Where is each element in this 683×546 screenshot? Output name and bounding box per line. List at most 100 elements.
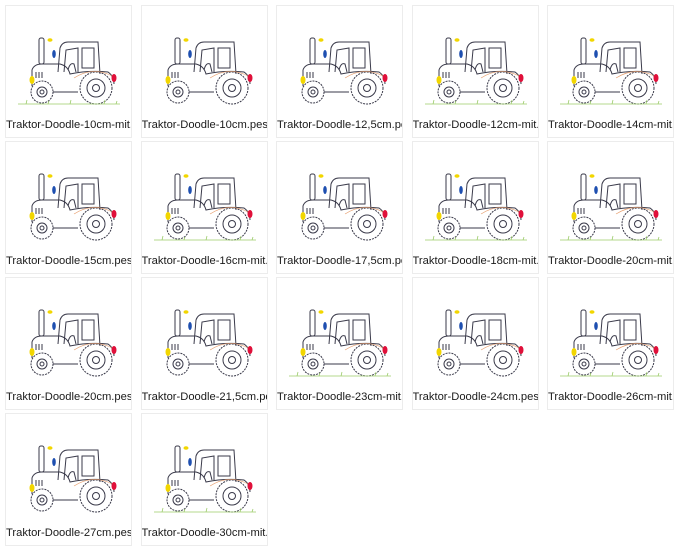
file-name: Traktor-Doodle-20cm.pes (6, 391, 131, 403)
grass-line (18, 99, 120, 105)
rear-light-mark (111, 482, 117, 490)
tractor-thumbnail (300, 37, 388, 105)
tractor-thumbnail (424, 173, 527, 241)
beacon-mark (187, 50, 192, 58)
beacon-mark (594, 50, 598, 58)
headlight-mark (589, 38, 595, 42)
beacon-mark (323, 50, 327, 58)
file-name: Traktor-Doodle-14cm-mit... (548, 119, 673, 131)
beacon-mark (52, 322, 56, 330)
file-tile[interactable]: Traktor-Doodle-16cm-mit... (140, 141, 268, 274)
file-tile[interactable]: Traktor-Doodle-10cm-mit... (5, 5, 132, 138)
file-tile[interactable]: Traktor-Doodle-17,5cm.pes (276, 141, 403, 274)
beacon-mark (458, 186, 463, 194)
grass-line (289, 371, 391, 377)
beacon-mark (187, 458, 192, 466)
beacon-mark (458, 50, 463, 58)
file-tile[interactable]: Traktor-Doodle-20cm-mit... (547, 141, 674, 274)
headlight-mark (454, 310, 459, 314)
beacon-mark (187, 186, 192, 194)
file-name: Traktor-Doodle-10cm.pes (141, 119, 267, 131)
tractor-thumbnail (29, 173, 117, 241)
rear-light-mark (518, 74, 523, 82)
file-tile[interactable]: Traktor-Doodle-15cm.pes (5, 141, 132, 274)
file-tile[interactable]: Traktor-Doodle-27cm.pes (5, 413, 132, 546)
file-name: Traktor-Doodle-17,5cm.pes (277, 255, 402, 267)
file-tile[interactable]: Traktor-Doodle-30cm-mit... (140, 413, 268, 546)
file-tile[interactable]: Traktor-Doodle-21,5cm.pes (140, 277, 268, 410)
grass-line (560, 99, 662, 105)
headlight-mark (29, 76, 35, 84)
beacon-mark (323, 322, 327, 330)
tractor-thumbnail (29, 445, 117, 513)
rear-light-mark (518, 210, 523, 218)
beacon-mark (323, 186, 327, 194)
grass-line (153, 235, 256, 241)
headlight-mark (318, 174, 324, 178)
tractor-thumbnail (424, 37, 527, 105)
rear-light-mark (247, 346, 252, 354)
file-tile[interactable]: Traktor-Doodle-18cm-mit... (411, 141, 539, 274)
headlight-mark (571, 348, 577, 356)
file-tile[interactable]: Traktor-Doodle-24cm.pes (411, 277, 539, 410)
file-name: Traktor-Doodle-18cm-mit... (412, 255, 538, 267)
tractor-thumbnail (560, 309, 662, 377)
headlight-mark (436, 76, 441, 84)
file-name: Traktor-Doodle-21,5cm.pes (141, 391, 267, 403)
file-name: Traktor-Doodle-16cm-mit... (141, 255, 267, 267)
file-name: Traktor-Doodle-24cm.pes (412, 391, 538, 403)
tractor-thumbnail (29, 309, 117, 377)
file-name: Traktor-Doodle-15cm.pes (6, 255, 131, 267)
headlight-mark (436, 212, 441, 220)
headlight-mark (165, 76, 170, 84)
file-name: Traktor-Doodle-12cm-mit... (412, 119, 538, 131)
headlight-mark (47, 446, 53, 450)
headlight-mark (571, 76, 577, 84)
file-name: Traktor-Doodle-20cm-mit... (548, 255, 673, 267)
headlight-mark (589, 174, 595, 178)
headlight-mark (29, 212, 35, 220)
file-name: Traktor-Doodle-27cm.pes (6, 527, 131, 539)
headlight-mark (300, 76, 306, 84)
rear-light-mark (247, 210, 252, 218)
rear-light-mark (518, 346, 523, 354)
file-tile[interactable]: Traktor-Doodle-12,5cm.pes (276, 5, 403, 138)
file-tile[interactable]: Traktor-Doodle-26cm-mit... (547, 277, 674, 410)
beacon-mark (52, 186, 56, 194)
file-tile[interactable]: Traktor-Doodle-12cm-mit... (411, 5, 539, 138)
headlight-mark (29, 348, 35, 356)
headlight-mark (318, 38, 324, 42)
rear-light-mark (653, 346, 659, 354)
file-name: Traktor-Doodle-12,5cm.pes (277, 119, 402, 131)
rear-light-mark (111, 210, 117, 218)
tractor-thumbnail (436, 309, 523, 377)
beacon-mark (187, 322, 192, 330)
headlight-mark (47, 174, 53, 178)
file-tile[interactable]: Traktor-Doodle-23cm-mit... (276, 277, 403, 410)
headlight-mark (318, 310, 324, 314)
tractor-thumbnail (300, 173, 388, 241)
tractor-thumbnail (560, 173, 662, 241)
beacon-mark (52, 458, 56, 466)
rear-light-mark (382, 346, 388, 354)
headlight-mark (183, 310, 188, 314)
tractor-thumbnail (153, 173, 256, 241)
tractor-thumbnail (165, 309, 252, 377)
file-tile[interactable]: Traktor-Doodle-10cm.pes (140, 5, 268, 138)
rear-light-mark (382, 74, 388, 82)
beacon-mark (594, 186, 598, 194)
headlight-mark (165, 348, 170, 356)
rear-light-mark (111, 346, 117, 354)
headlight-mark (300, 348, 306, 356)
headlight-mark (436, 348, 441, 356)
headlight-mark (29, 484, 35, 492)
headlight-mark (183, 38, 188, 42)
file-grid: Traktor-Doodle-10cm-mit... (5, 5, 674, 546)
file-tile[interactable]: Traktor-Doodle-14cm-mit... (547, 5, 674, 138)
grass-line (424, 99, 527, 105)
file-tile[interactable]: Traktor-Doodle-20cm.pes (5, 277, 132, 410)
rear-light-mark (247, 74, 252, 82)
tractor-thumbnail (289, 309, 391, 377)
headlight-mark (300, 212, 306, 220)
tractor-thumbnail (560, 37, 662, 105)
